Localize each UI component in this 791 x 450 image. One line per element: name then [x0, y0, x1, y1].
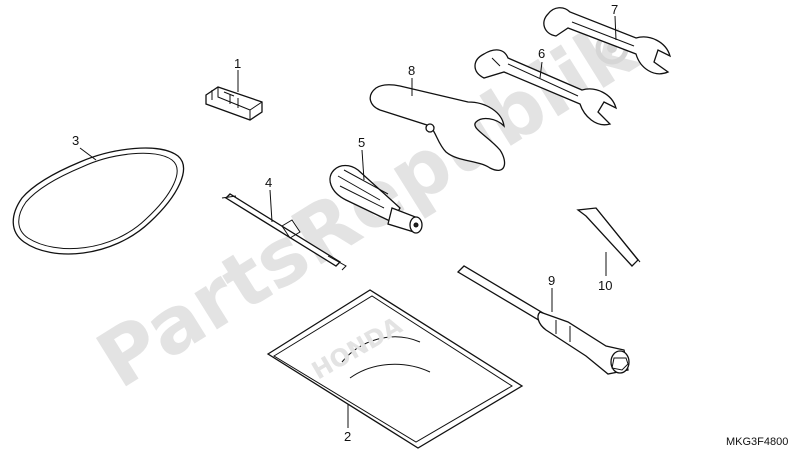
leader-lines [79, 15, 617, 428]
screwdriver-grip [329, 164, 423, 234]
open-end-wrench [474, 49, 618, 126]
belt-strap [12, 147, 185, 255]
diagram-code: MKG3F4800 [726, 436, 788, 448]
tool-bag: HONDA [266, 289, 524, 449]
pin-spanner [369, 84, 506, 171]
callout-2: 2 [344, 429, 351, 444]
callout-1: 1 [234, 56, 241, 71]
callout-labels: 1 2 3 4 5 6 7 8 9 10 [72, 2, 618, 444]
hex-key [576, 207, 641, 267]
fuse-clip [205, 86, 263, 121]
open-end-wrench-large [543, 7, 672, 75]
spark-plug-wrench [456, 265, 630, 375]
callout-6: 6 [538, 46, 545, 61]
screwdriver-shaft [221, 193, 347, 271]
callout-5: 5 [358, 135, 365, 150]
callout-8: 8 [408, 63, 415, 78]
callout-9: 9 [548, 273, 555, 288]
callout-4: 4 [265, 175, 272, 190]
callout-7: 7 [611, 2, 618, 17]
callout-10: 10 [598, 278, 612, 293]
callout-3: 3 [72, 133, 79, 148]
